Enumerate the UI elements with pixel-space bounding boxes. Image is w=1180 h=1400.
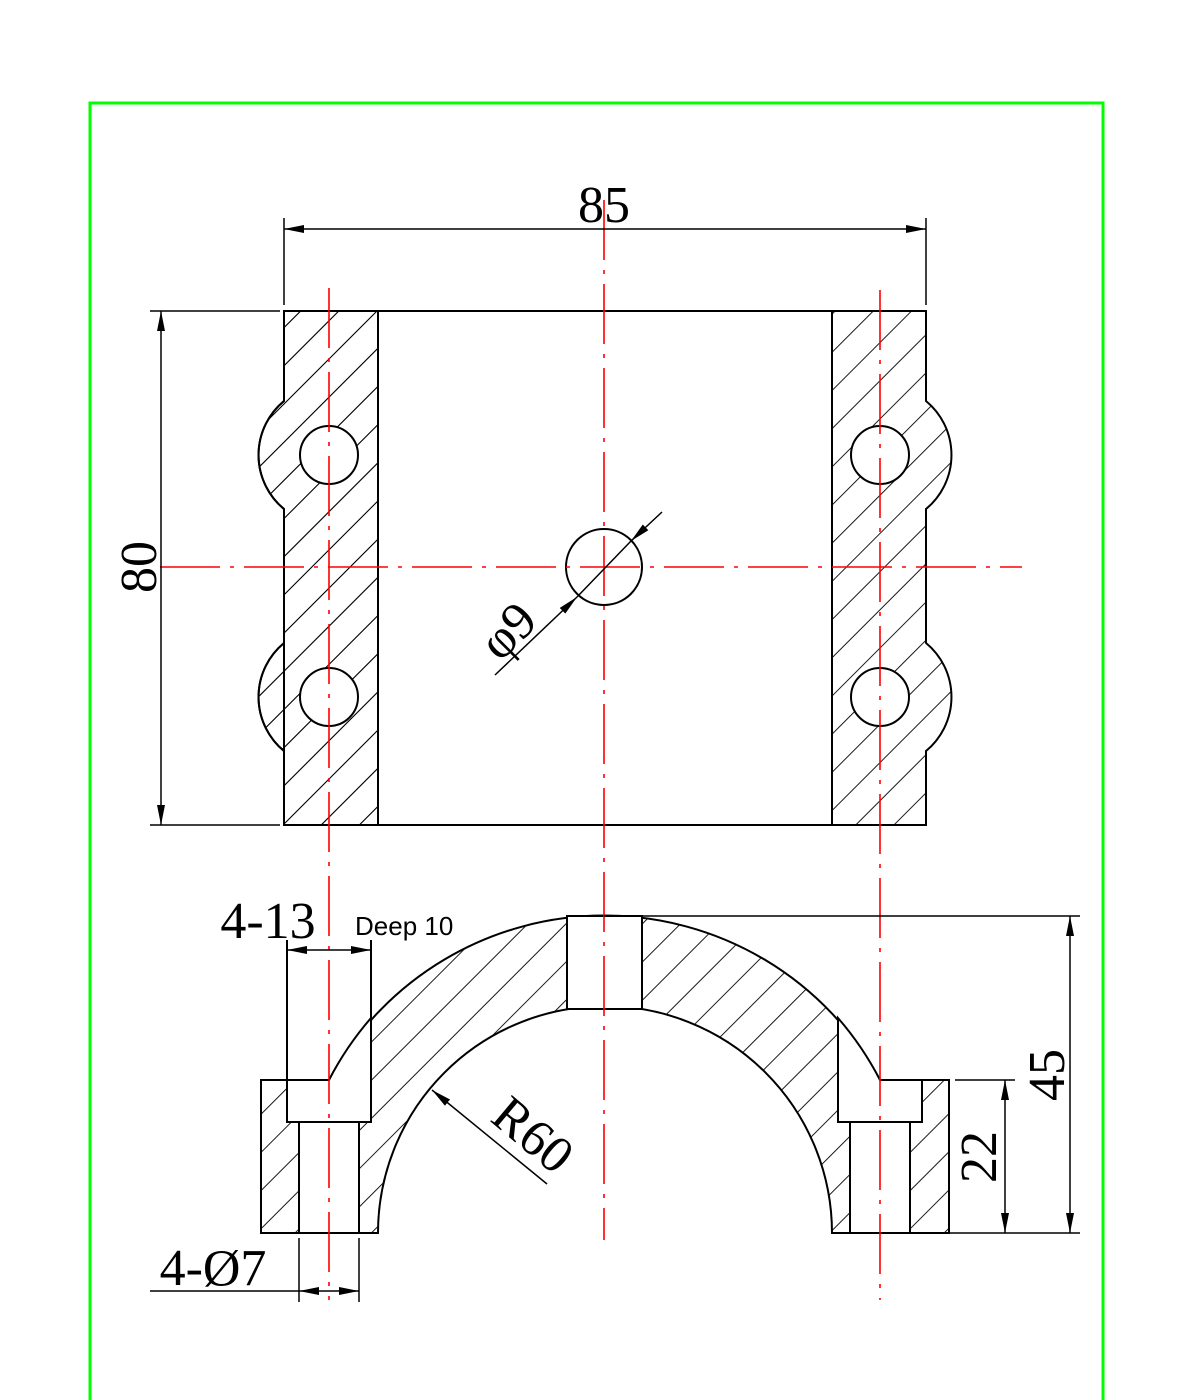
- centerlines: [160, 200, 1022, 1300]
- dim-flange-height: 22: [951, 1131, 1008, 1183]
- right-wall-section: [831, 310, 953, 826]
- dim-counterbore-depth: Deep 10: [355, 911, 453, 941]
- drawing-border: [88, 101, 1105, 1400]
- section-view: [260, 914, 950, 1234]
- dim-height: 80: [111, 541, 168, 593]
- dim-total-height: 45: [1019, 1049, 1076, 1101]
- dim-center-hole: φ9: [468, 591, 548, 671]
- dim-radius: R60: [481, 1086, 584, 1185]
- dim-counterbore: 4-13: [220, 893, 315, 950]
- saddle-section: [260, 914, 950, 1234]
- dim-width: 85: [578, 177, 630, 234]
- dim-through-hole: 4-Ø7: [160, 1240, 267, 1297]
